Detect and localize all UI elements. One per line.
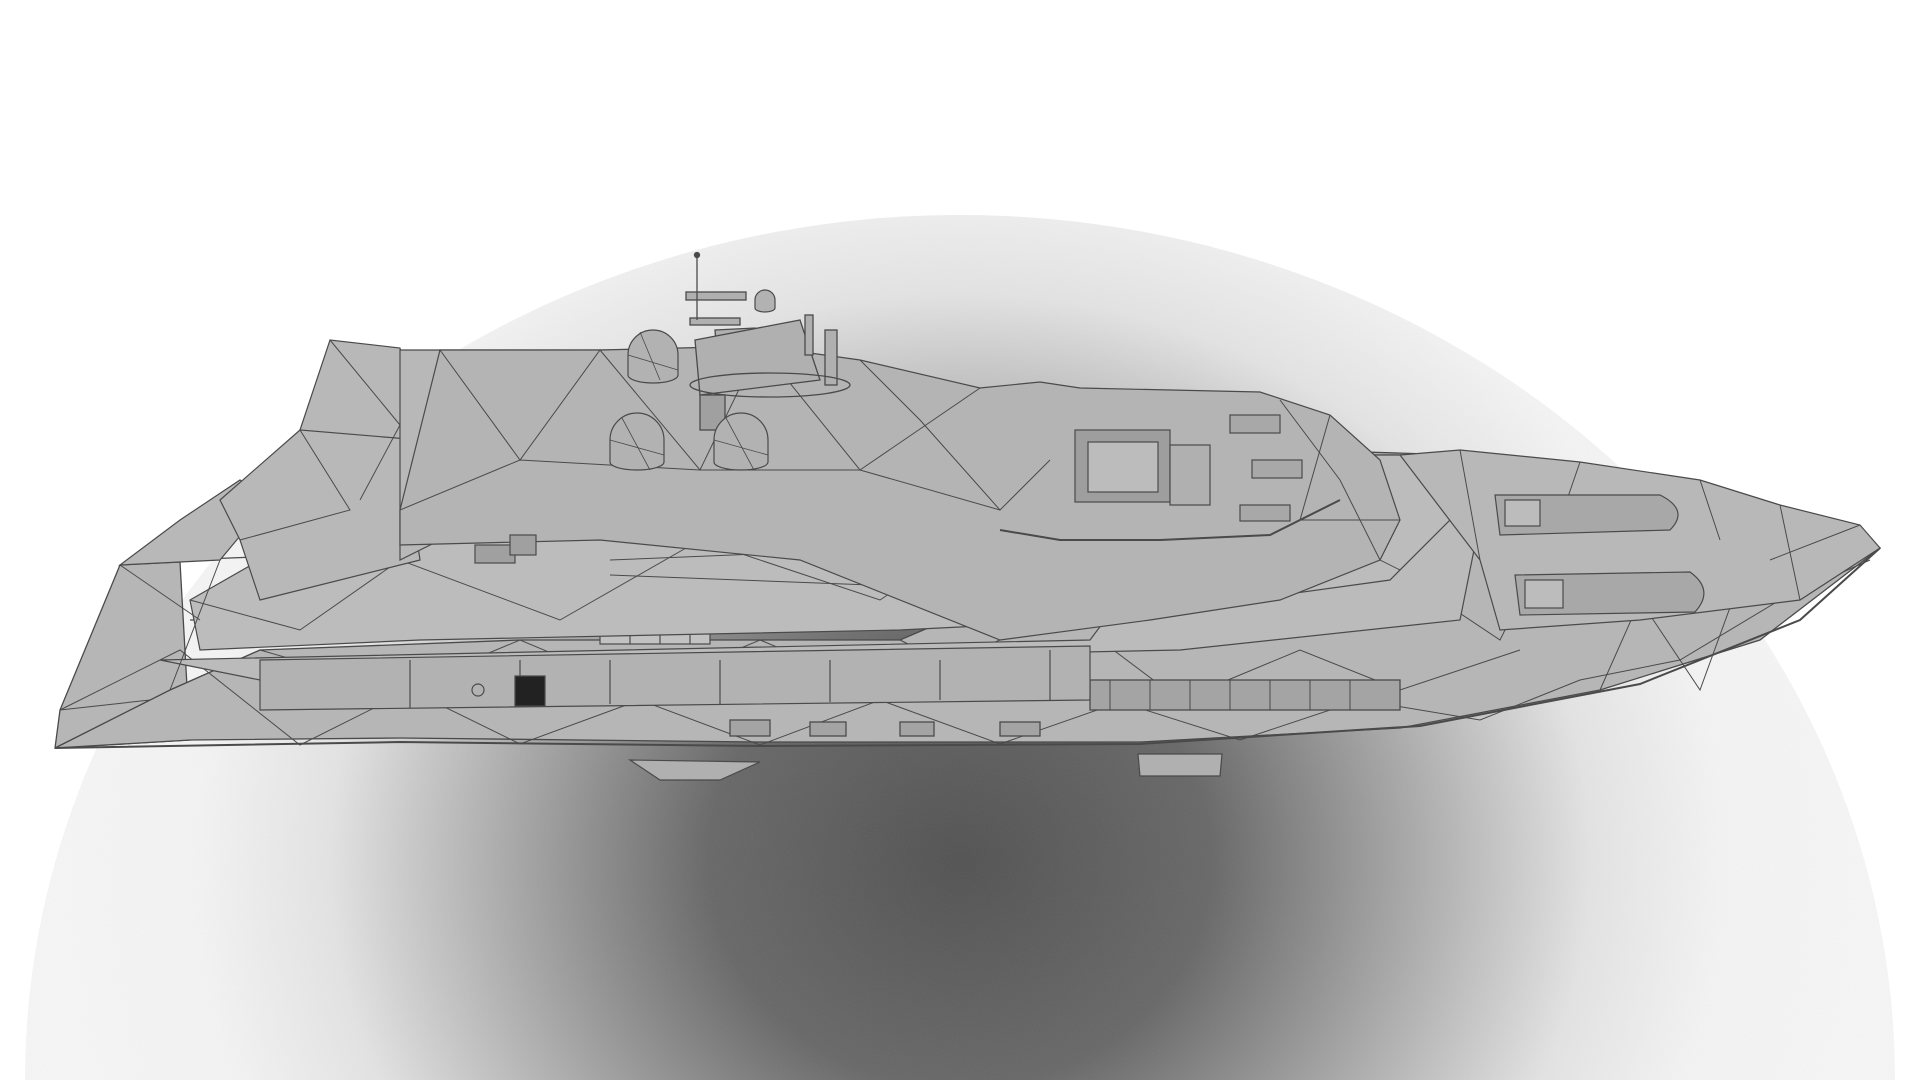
radar-mast (685, 251, 851, 431)
aft-lounge-chairs (474, 534, 537, 564)
tender-boats-forward (1494, 494, 1705, 616)
sun-loungers (1229, 414, 1303, 522)
radome-domes (609, 289, 776, 471)
keel-fins (627, 753, 1223, 781)
pool (1074, 429, 1211, 506)
